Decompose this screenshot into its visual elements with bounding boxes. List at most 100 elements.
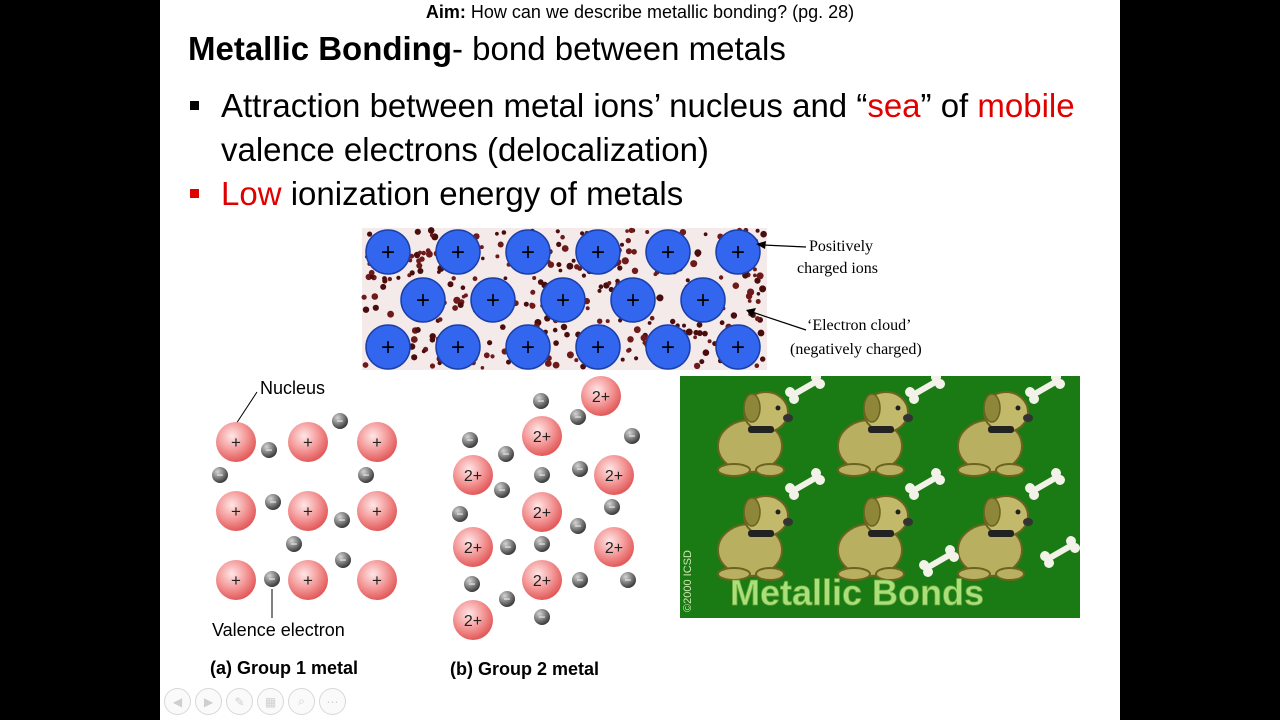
electron-dot — [693, 335, 697, 340]
electron-dot — [530, 289, 536, 295]
ion-charge: 2+ — [605, 468, 623, 485]
electron-dot — [556, 241, 562, 247]
positive-ion — [575, 324, 621, 370]
ion-plus-sign: + — [591, 239, 605, 266]
bullet-text: ” of — [920, 87, 978, 124]
electron-dot — [382, 276, 387, 281]
electron-dot — [571, 258, 576, 263]
electron-dot — [387, 276, 392, 282]
ion-plus-sign: + — [416, 287, 430, 314]
group2-caption: (b) Group 2 metal — [450, 659, 599, 679]
electron-dot — [670, 318, 676, 325]
positive-ion — [505, 324, 551, 370]
electron-dot — [682, 323, 686, 328]
electron-sign: − — [537, 394, 544, 408]
electron-sign: − — [624, 573, 631, 587]
electron-dot — [429, 233, 434, 238]
electron-sign: − — [336, 414, 343, 428]
electron-sign: − — [574, 410, 581, 424]
electron-dot — [752, 267, 757, 272]
electron-sign: − — [216, 468, 223, 482]
positive-ion — [365, 229, 411, 275]
electron-sign: − — [268, 572, 275, 586]
ion-plus-sign: + — [521, 334, 535, 361]
electron-dot — [487, 340, 493, 346]
electron-dot — [757, 329, 765, 337]
valence-label: Valence electron — [212, 620, 345, 640]
bone-icon — [919, 545, 959, 577]
valence-electron — [604, 499, 620, 515]
ion-charge: + — [303, 571, 313, 590]
valence-electron — [570, 409, 586, 425]
dog-figures — [717, 376, 1080, 581]
aim-line: Aim: How can we describe metallic bondin… — [160, 2, 1120, 23]
slides-icon[interactable]: ▦ — [257, 688, 284, 715]
title-rest: - bond between metals — [452, 30, 786, 67]
metal-ion — [216, 491, 256, 531]
metal-ion — [288, 560, 328, 600]
electron-sign: − — [608, 500, 615, 514]
ion-charge: + — [231, 571, 241, 590]
positive-ion — [435, 324, 481, 370]
electron-dot — [754, 363, 760, 368]
electron-sign: − — [538, 610, 545, 624]
positive-ion — [435, 229, 481, 275]
electron-dot — [421, 349, 426, 354]
electron-dot — [372, 304, 379, 311]
prev-icon[interactable]: ◀ — [164, 688, 191, 715]
electron-dot — [501, 230, 507, 235]
cloud-pointer — [751, 311, 807, 331]
electron-dot — [427, 227, 435, 234]
metal-ion — [453, 600, 493, 640]
electron-dot — [607, 281, 612, 285]
pen-icon[interactable]: ✎ — [226, 688, 253, 715]
positive-ion — [680, 277, 726, 323]
valence-electron — [499, 591, 515, 607]
electron-dot — [631, 249, 637, 255]
ion-plus-sign: + — [591, 334, 605, 361]
electron-dot — [495, 231, 499, 236]
electron-dot — [472, 276, 478, 282]
electron-dot — [566, 351, 574, 359]
electron-dot — [529, 302, 534, 307]
nucleus-pointer — [235, 391, 258, 425]
ions-label-line1: Positively — [809, 238, 873, 255]
electron-dot — [414, 228, 421, 235]
electron-sign: − — [538, 468, 545, 482]
positive-ion — [575, 229, 621, 275]
electron-dot — [598, 284, 604, 289]
ion-charge: 2+ — [533, 505, 551, 522]
dog-icon — [957, 495, 1033, 581]
electron-dot — [365, 273, 372, 281]
zoom-icon[interactable]: ⌕ — [288, 688, 315, 715]
ion-plus-sign: + — [626, 287, 640, 314]
cloud-label-line1: ‘Electron cloud’ — [807, 317, 911, 334]
valence-electron — [334, 512, 350, 528]
positive-ion — [645, 229, 691, 275]
electron-dot — [690, 260, 698, 268]
electron-dot — [555, 229, 560, 234]
electron-dot — [417, 268, 424, 274]
ion-plus-sign: + — [731, 334, 745, 361]
metal-ion — [581, 376, 621, 416]
slideshow-controls: ◀ ▶ ✎ ▦ ⌕ ⋯ — [164, 688, 346, 715]
electron-dot — [581, 273, 586, 278]
electron-sign: − — [362, 468, 369, 482]
electron-dot — [580, 231, 585, 236]
positive-ion — [505, 229, 551, 275]
group1-diagram: +++++++++−−−−−−−−− — [212, 413, 397, 600]
electron-dot — [566, 262, 574, 270]
more-icon[interactable]: ⋯ — [319, 688, 346, 715]
bullet-highlight: sea — [867, 87, 921, 124]
next-icon[interactable]: ▶ — [195, 688, 222, 715]
electron-sign: − — [456, 507, 463, 521]
bullet-attraction: Attraction between metal ions’ nucleus a… — [188, 84, 1098, 172]
bone-icon — [905, 376, 945, 404]
electron-dot — [481, 256, 485, 261]
bullet-text: Attraction between metal ions’ nucleus a… — [221, 87, 868, 124]
electron-dot — [380, 283, 387, 290]
valence-electron — [261, 442, 277, 458]
bone-icon — [1040, 536, 1080, 568]
ion-plus-sign: + — [661, 239, 675, 266]
ion-plus-sign: + — [556, 287, 570, 314]
